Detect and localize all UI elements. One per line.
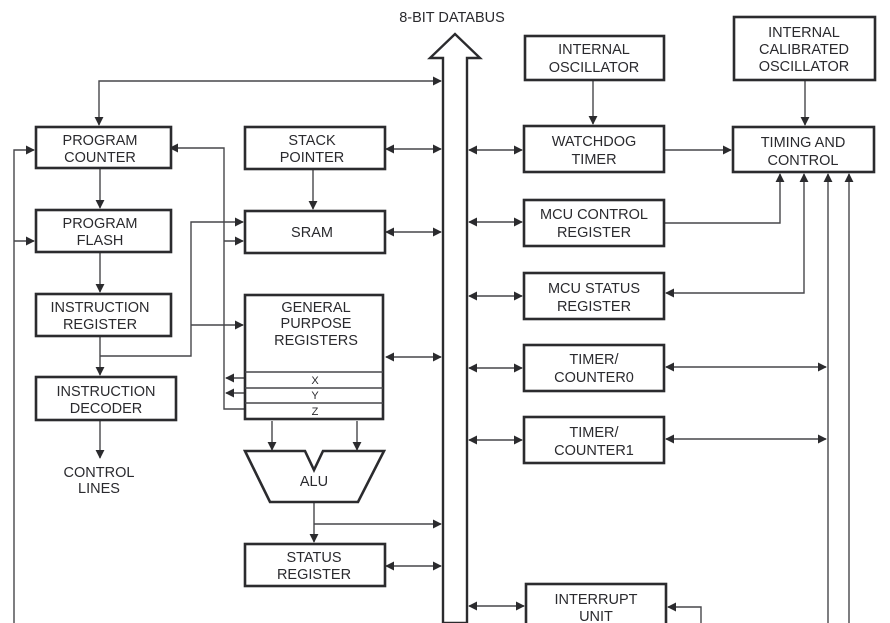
- svg-text:PROGRAM: PROGRAM: [63, 216, 138, 232]
- ir-to-sram: [100, 217, 244, 357]
- control-lines-label: CONTROL LINES: [64, 465, 135, 497]
- x-register-label: X: [311, 375, 319, 387]
- svg-text:OSCILLATOR: OSCILLATOR: [549, 60, 640, 76]
- databus-label: 8-BIT DATABUS: [399, 10, 505, 26]
- svg-text:COUNTER0: COUNTER0: [554, 370, 634, 386]
- connections: [13, 76, 854, 623]
- svg-text:LINES: LINES: [78, 481, 120, 497]
- svg-text:REGISTER: REGISTER: [557, 225, 631, 241]
- svg-text:INTERRUPT: INTERRUPT: [555, 592, 638, 608]
- svg-text:STATUS: STATUS: [286, 550, 341, 566]
- svg-text:PURPOSE: PURPOSE: [281, 316, 352, 332]
- timing-mcusr-link: [665, 173, 809, 298]
- databus: 8-BIT DATABUS: [399, 10, 505, 623]
- svg-text:ALU: ALU: [300, 474, 328, 490]
- svg-text:TIMER/: TIMER/: [569, 352, 619, 368]
- svg-text:INTERNAL: INTERNAL: [558, 42, 630, 58]
- svg-text:INSTRUCTION: INSTRUCTION: [50, 300, 149, 316]
- y-register-label: Y: [311, 390, 319, 402]
- feedback-to-pc: [13, 145, 35, 623]
- svg-text:COUNTER: COUNTER: [64, 150, 136, 166]
- svg-text:OSCILLATOR: OSCILLATOR: [759, 59, 850, 75]
- svg-text:MCU STATUS: MCU STATUS: [548, 281, 640, 297]
- databus-arrow: [427, 32, 483, 623]
- svg-text:REGISTER: REGISTER: [557, 299, 631, 315]
- watchdog-timer-block: WATCHDOG TIMER: [522, 124, 666, 174]
- svg-text:UNIT: UNIT: [579, 609, 613, 623]
- mcu-status-register-block: MCU STATUS REGISTER: [522, 271, 666, 321]
- svg-text:TIMING AND: TIMING AND: [761, 135, 846, 151]
- svg-text:MCU CONTROL: MCU CONTROL: [540, 207, 648, 223]
- svg-text:DECODER: DECODER: [70, 401, 143, 417]
- instruction-register-block: INSTRUCTION REGISTER: [34, 292, 173, 338]
- general-purpose-registers-block: GENERAL PURPOSE REGISTERS X Y Z: [243, 293, 385, 421]
- program-flash-block: PROGRAM FLASH: [34, 208, 173, 254]
- svg-text:SRAM: SRAM: [291, 225, 333, 241]
- svg-text:CONTROL: CONTROL: [768, 153, 839, 169]
- timer-counter1-block: TIMER/ COUNTER1: [522, 415, 666, 465]
- timer-counter0-block: TIMER/ COUNTER0: [522, 343, 666, 393]
- program-counter-block: PROGRAM COUNTER: [34, 125, 173, 170]
- svg-text:REGISTER: REGISTER: [63, 317, 137, 333]
- svg-text:TIMER/: TIMER/: [569, 425, 619, 441]
- svg-text:TIMER: TIMER: [571, 152, 616, 168]
- status-register-block: STATUS REGISTER: [243, 542, 387, 588]
- sram-block: SRAM: [243, 209, 387, 255]
- stack-pointer-block: STACK POINTER: [243, 125, 387, 171]
- svg-text:INTERNAL: INTERNAL: [768, 25, 840, 41]
- svg-text:CONTROL: CONTROL: [64, 465, 135, 481]
- svg-text:CALIBRATED: CALIBRATED: [759, 42, 849, 58]
- mcucr-to-timing: [664, 173, 785, 224]
- alu-block: ALU: [242, 449, 387, 504]
- interrupt-input: [667, 602, 702, 623]
- svg-text:POINTER: POINTER: [280, 150, 344, 166]
- svg-text:WATCHDOG: WATCHDOG: [552, 134, 637, 150]
- z-register-label: Z: [312, 406, 319, 418]
- z-to-pc: [169, 143, 245, 410]
- internal-oscillator-block: INTERNAL OSCILLATOR: [523, 34, 666, 82]
- internal-calibrated-oscillator-block: INTERNAL CALIBRATED OSCILLATOR: [732, 15, 877, 82]
- svg-text:COUNTER1: COUNTER1: [554, 443, 634, 459]
- instruction-decoder-block: INSTRUCTION DECODER: [34, 375, 178, 422]
- pc-bus-link: [94, 76, 442, 126]
- svg-text:REGISTERS: REGISTERS: [274, 333, 358, 349]
- svg-text:FLASH: FLASH: [77, 233, 124, 249]
- svg-text:INSTRUCTION: INSTRUCTION: [56, 384, 155, 400]
- mcu-control-register-block: MCU CONTROL REGISTER: [522, 198, 666, 248]
- timing-and-control-block: TIMING AND CONTROL: [731, 125, 876, 174]
- svg-text:STACK: STACK: [288, 133, 336, 149]
- svg-text:GENERAL: GENERAL: [281, 300, 350, 316]
- svg-text:REGISTER: REGISTER: [277, 567, 351, 583]
- svg-text:PROGRAM: PROGRAM: [63, 133, 138, 149]
- interrupt-unit-block: INTERRUPT UNIT: [524, 582, 668, 623]
